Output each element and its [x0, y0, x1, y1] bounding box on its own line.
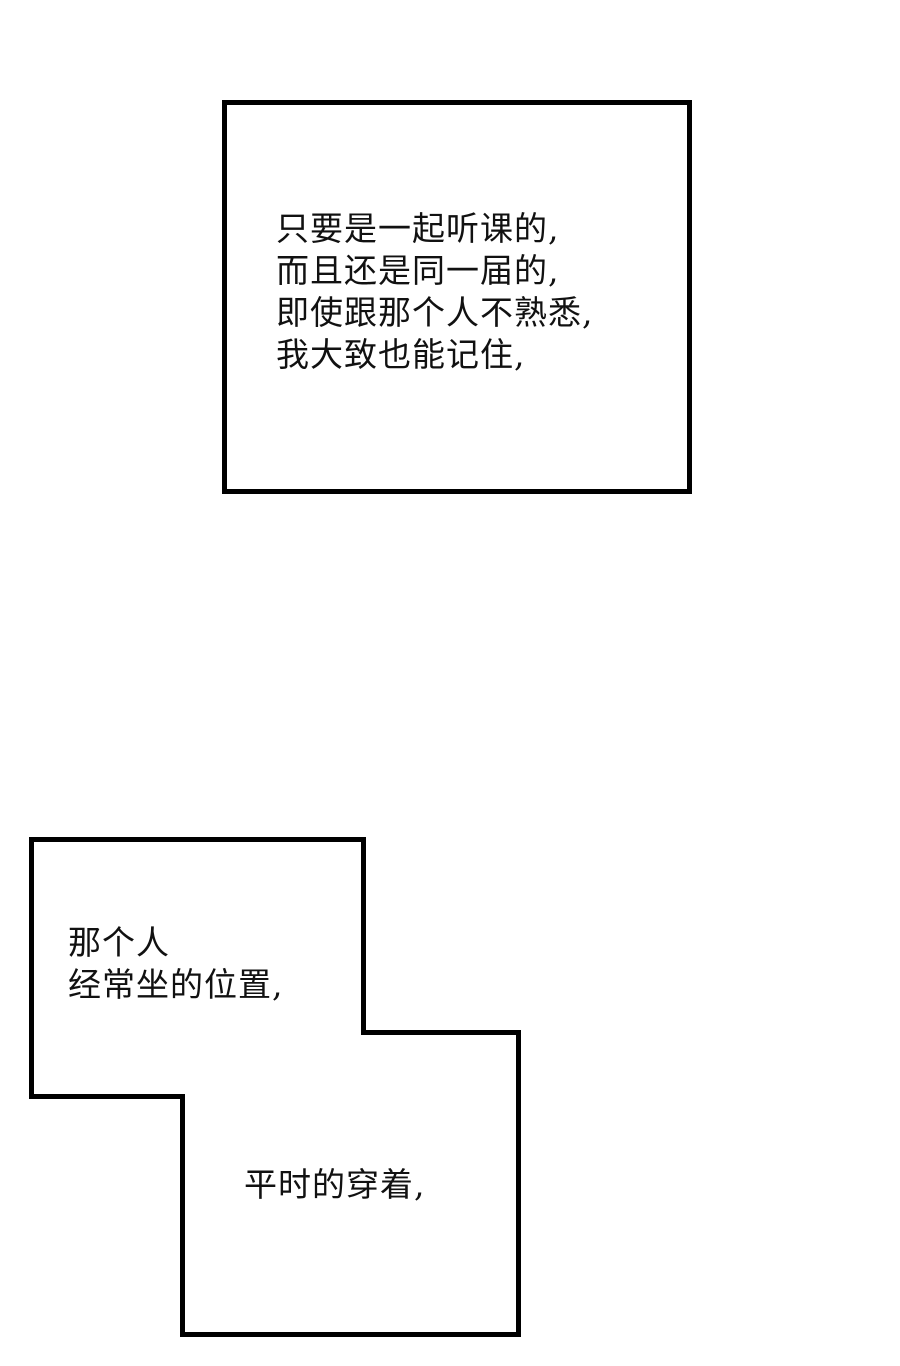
caption-line: 那个人 — [68, 923, 170, 962]
caption-line: 经常坐的位置, — [68, 965, 284, 1004]
caption-box-top — [222, 100, 692, 494]
caption-text-top: 只要是一起听课的, 而且还是同一届的, 即使跟那个人不熟悉, 我大致也能记住, — [276, 208, 594, 376]
caption-line: 而且还是同一届的, — [276, 251, 560, 290]
caption-line: 即使跟那个人不熟悉, — [276, 293, 594, 332]
caption-text-lower: 平时的穿着, — [244, 1164, 426, 1206]
caption-text-upper: 那个人 经常坐的位置, — [68, 922, 284, 1006]
caption-line: 我大致也能记住, — [276, 335, 526, 374]
caption-line: 平时的穿着, — [244, 1165, 426, 1204]
caption-line: 只要是一起听课的, — [276, 209, 560, 248]
